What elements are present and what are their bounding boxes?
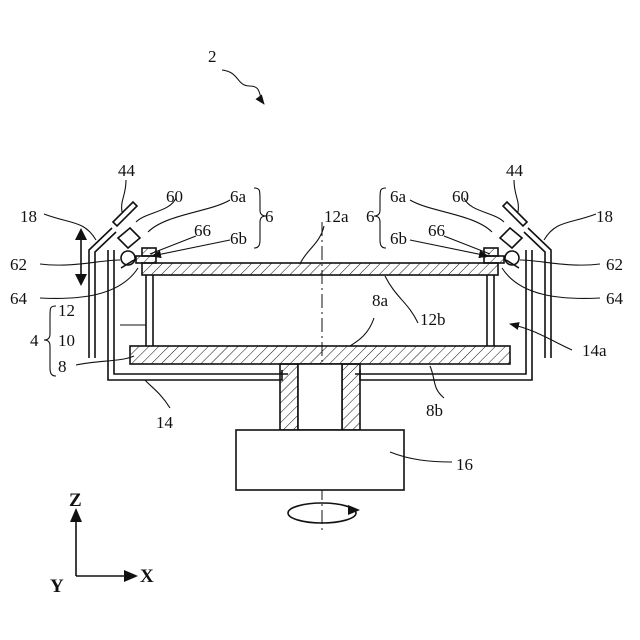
label-18-right: 18: [596, 207, 613, 226]
vertical-motion-arrow: [75, 228, 87, 286]
wp-edge-right: [484, 256, 504, 263]
rotation-arrow: [288, 503, 360, 523]
workpiece-12: [142, 263, 498, 275]
label-10: 10: [58, 331, 75, 350]
label-64-left: 64: [10, 289, 28, 308]
guard-18: [89, 228, 551, 358]
coordinate-axes: Z X Y: [50, 490, 154, 597]
shaft: [280, 364, 360, 430]
label-66-right: 66: [428, 221, 445, 240]
label-14: 14: [156, 413, 174, 432]
label-44-right: 44: [506, 161, 524, 180]
label-8a: 8a: [372, 291, 389, 310]
label-60-left: 60: [166, 187, 183, 206]
label-64-right: 64: [606, 289, 624, 308]
label-16: 16: [456, 455, 473, 474]
label-4: 4: [30, 331, 39, 350]
ref-2: 2: [208, 47, 264, 104]
label-12: 12: [58, 301, 75, 320]
axis-z-label: Z: [69, 490, 82, 511]
label-6a-right: 6a: [390, 187, 407, 206]
label-60-right: 60: [452, 187, 469, 206]
axis-x-label: X: [140, 566, 154, 587]
label-62-left: 62: [10, 255, 27, 274]
label-8: 8: [58, 357, 67, 376]
label-18-left: 18: [20, 207, 37, 226]
motor-16: [236, 430, 404, 490]
label-6-right: 6: [366, 207, 375, 226]
label-8b: 8b: [426, 401, 443, 420]
label-6-left: 6: [265, 207, 274, 226]
label-66-left: 66: [194, 221, 211, 240]
label-6b-right: 6b: [390, 229, 407, 248]
axis-y-label: Y: [50, 576, 64, 597]
wp-edge-left: [136, 256, 156, 263]
label-12b: 12b: [420, 310, 446, 329]
label-12a: 12a: [324, 207, 349, 226]
label-44-left: 44: [118, 161, 136, 180]
label-62-right: 62: [606, 255, 623, 274]
label-2: 2: [208, 47, 217, 66]
label-6a-left: 6a: [230, 187, 247, 206]
label-6b-left: 6b: [230, 229, 247, 248]
table-8: [130, 346, 510, 364]
label-14a: 14a: [582, 341, 607, 360]
